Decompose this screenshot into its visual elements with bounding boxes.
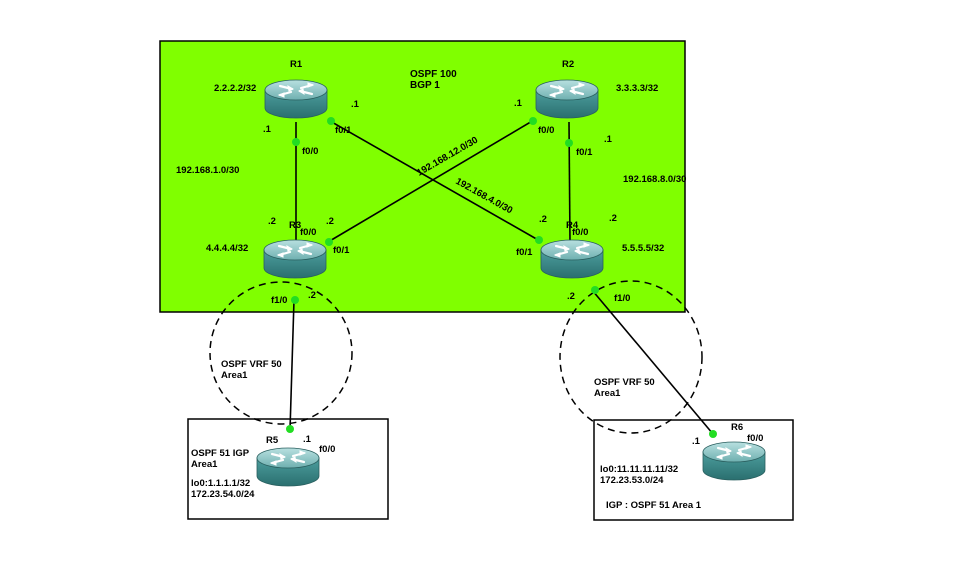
port-dot — [286, 425, 294, 433]
site-left-line3: lo0:1.1.1.1/32 — [191, 478, 250, 489]
vrf-right-line1: OSPF VRF 50 — [594, 377, 655, 388]
iface-r4-f01: f0/1 — [516, 247, 533, 258]
iface-r1-dot1-a: .1 — [263, 124, 272, 135]
router-name-r5: R5 — [266, 435, 279, 446]
loopback-r2: 3.3.3.3/32 — [616, 83, 658, 94]
iface-r2-dot1-a: .1 — [514, 98, 523, 109]
iface-r1-f01: f0/1 — [335, 125, 352, 136]
port-dot — [591, 286, 599, 294]
iface-r2-f01: f0/1 — [576, 147, 593, 158]
iface-r3-f10: f1/0 — [271, 295, 287, 306]
iface-r4-dot2-b: .2 — [609, 213, 617, 224]
iface-r3-dot2-c: .2 — [308, 290, 316, 301]
port-dots — [286, 117, 717, 438]
iface-r2-f00: f0/0 — [538, 125, 554, 136]
port-dot — [325, 238, 333, 246]
loopback-r4: 5.5.5.5/32 — [622, 243, 664, 254]
site-right-line3: IGP : OSPF 51 Area 1 — [606, 500, 702, 511]
site-right-line2: 172.23.53.0/24 — [600, 475, 664, 486]
router-icon-r2[interactable] — [534, 78, 600, 120]
iface-r1-f00: f0/0 — [302, 146, 318, 157]
vrf-right-line2: Area1 — [594, 388, 621, 399]
iface-r2-dot1-b: .1 — [604, 134, 613, 145]
router-name-r4: R4 — [566, 220, 579, 231]
subnet-r1-r3: 192.168.1.0/30 — [176, 165, 239, 176]
router-icon-r5[interactable] — [255, 446, 321, 488]
router-icon-r6[interactable] — [701, 440, 767, 482]
vrf-left-line1: OSPF VRF 50 — [221, 359, 282, 370]
router-name-r2: R2 — [562, 59, 574, 70]
iface-r4-f10: f1/0 — [614, 293, 630, 304]
port-dot — [327, 117, 335, 125]
vrf-circle-right — [559, 280, 703, 434]
router-icon-r4[interactable] — [539, 238, 605, 280]
link-r2-r3 — [327, 119, 535, 243]
port-dot — [565, 139, 573, 147]
site-left-line2: Area1 — [191, 459, 218, 470]
loopback-r3: 4.4.4.4/32 — [206, 243, 248, 254]
site-right-line1: lo0:11.11.11.11/32 — [600, 464, 678, 475]
port-dot — [291, 296, 299, 304]
link-r4-r6 — [591, 289, 714, 435]
site-left-line1: OSPF 51 IGP — [191, 448, 250, 459]
iface-r6-dot1: .1 — [692, 436, 701, 447]
iface-r4-f00: f0/0 — [572, 227, 588, 238]
port-dot — [535, 236, 543, 244]
iface-r4-dot2-a: .2 — [539, 214, 547, 225]
port-dot — [709, 430, 717, 438]
iface-r3-dot2-a: .2 — [268, 216, 276, 227]
iface-r5-f00: f0/0 — [319, 444, 335, 455]
iface-r1-dot1-b: .1 — [351, 99, 360, 110]
iface-r3-f00: f0/0 — [300, 227, 316, 238]
router-icon-r1[interactable] — [263, 78, 329, 120]
port-dot — [529, 117, 537, 125]
loopback-r1: 2.2.2.2/32 — [214, 83, 256, 94]
iface-r4-dot2-c: .2 — [567, 291, 575, 302]
router-name-r3: R3 — [289, 220, 301, 231]
router-name-r6: R6 — [731, 422, 743, 433]
vrf-circle-left — [209, 281, 353, 425]
core-area-label-ospf: OSPF 100 — [410, 69, 457, 80]
router-icon-r3[interactable] — [262, 238, 328, 280]
iface-r5-dot1: .1 — [303, 434, 312, 445]
site-left-line4: 172.23.54.0/24 — [191, 489, 255, 500]
port-dot — [292, 138, 300, 146]
iface-r3-dot2-b: .2 — [326, 216, 334, 227]
core-area-label-bgp: BGP 1 — [410, 80, 440, 91]
iface-r6-f00: f0/0 — [747, 433, 763, 444]
iface-r3-f01: f0/1 — [333, 245, 350, 256]
vrf-left-line2: Area1 — [221, 370, 248, 381]
link-r1-r4 — [329, 120, 541, 242]
link-r3-r5 — [289, 299, 295, 431]
subnet-r2-r4: 192.168.8.0/30 — [623, 174, 686, 185]
router-name-r1: R1 — [290, 59, 303, 70]
